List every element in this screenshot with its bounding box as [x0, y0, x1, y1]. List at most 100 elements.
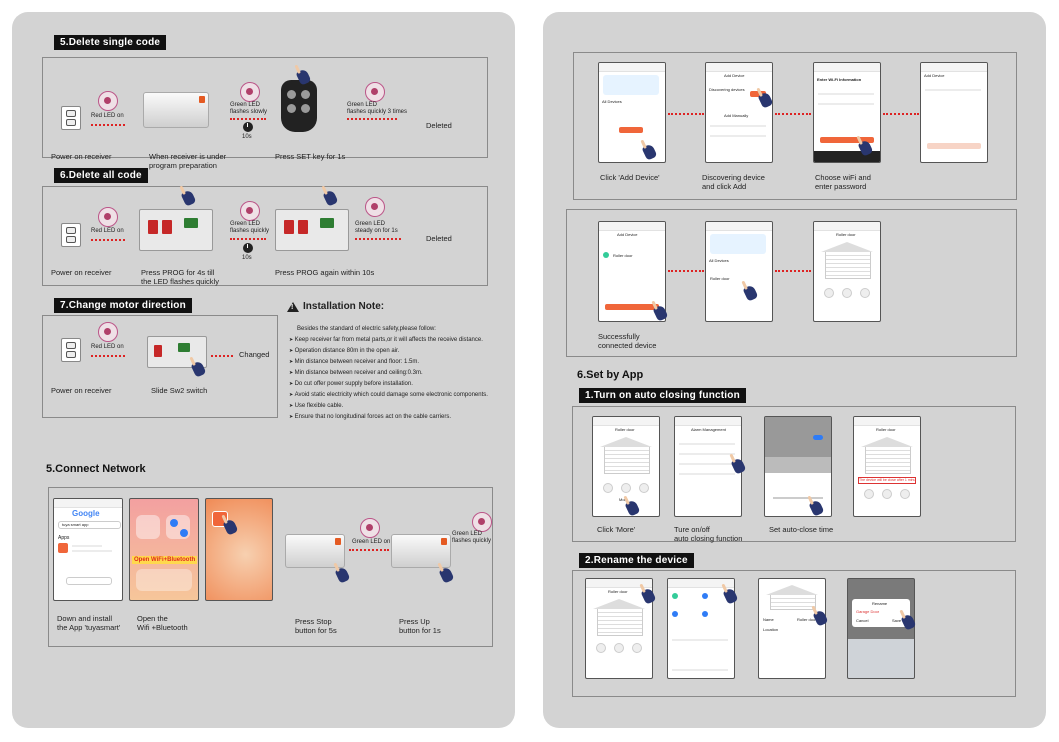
install-item: Do cut offer power supply before install…: [289, 381, 413, 388]
circuit-board-icon: [275, 209, 349, 251]
next-button[interactable]: [820, 137, 874, 143]
garage-door-icon: [597, 609, 643, 636]
green-led-slow-line1: Green LED: [230, 102, 261, 108]
rename-input[interactable]: Garage Door: [856, 609, 880, 614]
led-indicator-icon: [365, 197, 385, 217]
close-button[interactable]: [860, 288, 870, 298]
timer-icon: [243, 243, 253, 253]
green-led-quick-line1: Green LED: [452, 531, 483, 537]
rename-panel: Roller door Name Roller door Location: [572, 570, 1016, 697]
caption-slide-switch: Slide Sw2 switch: [151, 386, 208, 395]
tuya-app-icon[interactable]: [58, 543, 68, 553]
caption-open-line1: Open the: [137, 614, 168, 623]
caption-add-device: Click 'Add Device': [600, 173, 660, 182]
phone-screen-app-splash: [205, 498, 273, 601]
auto-close-toggle[interactable]: [813, 435, 823, 440]
red-led-label: Red LED on: [91, 113, 124, 119]
red-led-label: Red LED on: [91, 228, 124, 234]
installation-note-title: Installation Note:: [303, 301, 385, 312]
section-header-motor-direction: 7.Change motor direction: [54, 298, 192, 313]
close-button[interactable]: [632, 643, 642, 653]
hand-pointer-icon: [322, 189, 339, 207]
dotted-arrow: [775, 113, 811, 115]
device-name-value[interactable]: Roller door: [797, 617, 817, 622]
close-button[interactable]: [900, 489, 910, 499]
phone-screen-closing-notice: Roller door The device will be close aft…: [853, 416, 921, 517]
open-button[interactable]: [603, 483, 613, 493]
dotted-arrow: [668, 113, 704, 115]
save-button[interactable]: Save: [892, 618, 902, 623]
auto-close-notice: The device will be close after 1 minute: [858, 477, 916, 484]
receiver-box-icon: [143, 92, 209, 128]
keyboard[interactable]: [848, 639, 914, 678]
dotted-arrow: [349, 549, 389, 551]
install-item: Keep receiver far from metal parts,or it…: [289, 337, 483, 344]
deleted-label: Deleted: [426, 121, 452, 130]
delete-single-panel: Red LED on Green LED flashes slowly 10s …: [42, 57, 488, 170]
green-led-quick-line2: flashes quickly: [230, 228, 270, 234]
led-indicator-icon: [98, 322, 118, 342]
install-item: Min distance between receiver and ceilin…: [289, 370, 423, 377]
install-button[interactable]: [66, 577, 112, 585]
caption-up-line2: button for 1s: [399, 626, 441, 635]
add-device-panel: All Devices Add Device Discovering devic…: [573, 52, 1017, 200]
stop-button[interactable]: [614, 643, 624, 653]
phone-screen-roller-door: Roller door More: [592, 416, 660, 517]
caption-connected-line1: Successfully: [598, 332, 640, 341]
google-search-input[interactable]: tuya smart app: [58, 521, 121, 529]
location-row[interactable]: Location: [763, 627, 779, 632]
phone-screen-auto-close: [764, 416, 832, 517]
open-button[interactable]: [864, 489, 874, 499]
caption-stop-line1: Press Stop: [295, 617, 332, 626]
phone-screen-adding: Add Device Roller door: [598, 221, 666, 322]
green-led-slow-line2: flashes slowly: [230, 109, 268, 115]
circuit-board-icon: [139, 209, 213, 251]
device-list-item[interactable]: Roller door: [710, 276, 730, 281]
caption-power-on: Power on receiver: [51, 268, 112, 277]
green-led-on-label: Green LED on: [352, 539, 391, 545]
roller-door-heading: Roller door: [615, 427, 635, 432]
warning-icon: [287, 302, 299, 312]
changed-label: Changed: [239, 350, 270, 359]
bluetooth-toggle-icon[interactable]: [180, 529, 188, 537]
stop-button[interactable]: [621, 483, 631, 493]
more-button[interactable]: More: [619, 497, 629, 502]
stop-button[interactable]: [842, 288, 852, 298]
cancel-button[interactable]: Cancel: [856, 618, 869, 623]
wifi-info-heading: Enter Wi-Fi Information: [817, 77, 862, 82]
receiver-box-icon: [391, 534, 451, 568]
google-logo: Google: [72, 509, 100, 518]
open-button[interactable]: [824, 288, 834, 298]
dotted-arrow: [91, 124, 125, 126]
circuit-board-icon: [147, 336, 207, 368]
green-led-steady-line1: Green LED: [355, 221, 386, 227]
wall-outlet-icon: [61, 223, 81, 247]
caption-set-time: Set auto-close time: [769, 525, 834, 534]
phone-screen-control-center: Open WiFi+Bluetooth: [129, 498, 199, 601]
section-header-auto-close: 1.Turn on auto closing function: [579, 388, 746, 403]
auto-close-panel: Roller door More Alarm Management: [572, 406, 1016, 543]
remote-control-icon: [281, 80, 317, 132]
wifi-toggle-icon[interactable]: [170, 519, 178, 527]
green-led-3-line2: flashes quickly 3 times: [347, 109, 408, 115]
done-button[interactable]: [605, 304, 659, 310]
phone-screen-discover: Add Device Discovering devices Add Manua…: [705, 62, 773, 163]
timer-icon: [243, 122, 253, 132]
manual-page-left: 5.Delete single code Red LED on Green LE…: [12, 12, 515, 728]
apps-label: Apps: [58, 535, 70, 541]
open-button[interactable]: [596, 643, 606, 653]
caption-click-more: Click 'More': [597, 525, 636, 534]
dotted-arrow: [91, 355, 125, 357]
hand-pointer-icon: [180, 189, 197, 207]
discovering-label: Discovering devices: [709, 87, 745, 92]
connected-panel: Add Device Roller door All Devices Rolle…: [566, 209, 1017, 357]
alarm-management-heading: Alarm Management: [691, 427, 726, 432]
caption-connected-line2: connected device: [598, 341, 657, 350]
stop-button[interactable]: [882, 489, 892, 499]
install-item: Avoid static electricity which could dam…: [289, 392, 488, 399]
caption-prog-line1: Press PROG for 4s till: [141, 268, 215, 277]
add-device-button[interactable]: [619, 127, 643, 133]
close-button[interactable]: [639, 483, 649, 493]
green-led-quick-line2: flashes quickly: [452, 538, 492, 544]
caption-wifi-line2: enter password: [815, 182, 867, 191]
